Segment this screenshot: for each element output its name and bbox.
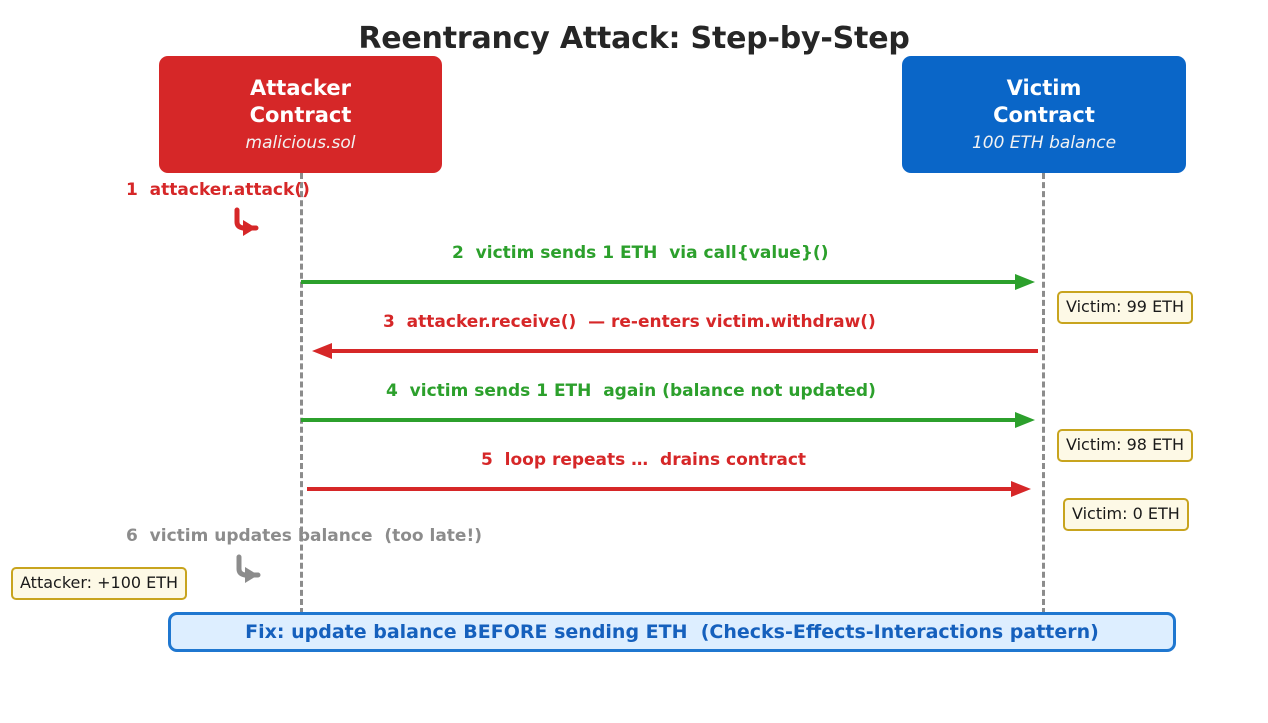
message-label-step-4: 4 victim sends 1 ETH again (balance not … — [386, 381, 876, 401]
actor-box-victim[interactable]: Victim Contract 100 ETH balance — [902, 56, 1186, 173]
message-label-step-3: 3 attacker.receive() — re-enters victim.… — [383, 312, 876, 332]
fix-banner-text: Fix: update balance BEFORE sending ETH (… — [245, 621, 1099, 643]
lifeline-victim — [1042, 173, 1045, 614]
message-label-step-1: 1 attacker.attack() — [126, 180, 310, 200]
actor-box-attacker[interactable]: Attacker Contract malicious.sol — [159, 56, 442, 173]
message-label-step-6: 6 victim updates balance (too late!) — [126, 526, 482, 546]
note-badge-victim-98-eth: Victim: 98 ETH — [1057, 429, 1193, 462]
message-label-step-2: 2 victim sends 1 ETH via call{value}() — [452, 243, 829, 263]
message-arrow-step-2 — [301, 272, 1037, 292]
fix-banner: Fix: update balance BEFORE sending ETH (… — [168, 612, 1176, 652]
self-call-arrow-step-1 — [232, 205, 266, 236]
message-arrow-step-5 — [307, 479, 1033, 499]
message-arrow-step-3 — [310, 341, 1038, 361]
lifeline-attacker — [300, 173, 303, 614]
note-badge-victim-99-eth: Victim: 99 ETH — [1057, 291, 1193, 324]
note-badge-victim-0-eth: Victim: 0 ETH — [1063, 498, 1189, 531]
message-arrow-step-4 — [301, 410, 1037, 430]
actor-victim-subtitle: 100 ETH balance — [971, 133, 1117, 154]
actor-attacker-subtitle: malicious.sol — [245, 133, 356, 154]
actor-attacker-title: Attacker Contract — [249, 75, 352, 128]
page-title: Reentrancy Attack: Step-by-Step — [358, 21, 910, 56]
message-label-step-5: 5 loop repeats … drains contract — [481, 450, 807, 470]
actor-victim-title: Victim Contract — [993, 75, 1095, 128]
self-call-arrow-step-6 — [234, 552, 268, 583]
note-badge-attacker-gain: Attacker: +100 ETH — [11, 567, 188, 600]
